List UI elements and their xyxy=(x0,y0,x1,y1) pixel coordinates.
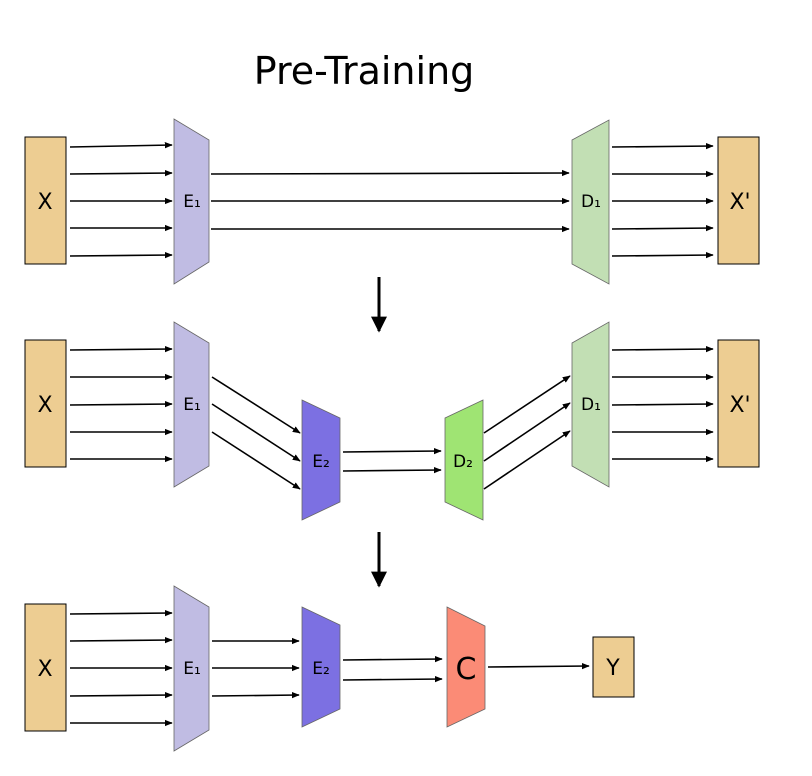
arrow xyxy=(483,375,571,434)
arrow xyxy=(483,402,571,462)
diagram-title: Pre-Training xyxy=(254,49,475,93)
stage-3-encoder-1-label: E₁ xyxy=(183,659,201,679)
stage-3-classifier-network: X E₁ E₂ C Y xyxy=(24,585,635,752)
stage-2-decoder-1-label: D₁ xyxy=(581,395,601,415)
arrow xyxy=(69,400,173,408)
stage-1-output-box xyxy=(717,136,760,265)
arrow xyxy=(611,142,714,150)
arrow xyxy=(611,251,714,259)
arrow xyxy=(611,345,714,353)
arrow xyxy=(211,376,301,434)
stage-3-input-arrows xyxy=(69,609,173,727)
stage-2-encoder-1-label: E₁ xyxy=(183,395,201,415)
arrow xyxy=(342,655,443,663)
stage-1-input-label: X xyxy=(37,190,52,215)
stage-2-input-label: X xyxy=(37,393,52,418)
stage-3-encoder-2-label: E₂ xyxy=(312,659,330,679)
arrow xyxy=(342,466,442,474)
arrow xyxy=(611,224,714,232)
arrow xyxy=(69,141,173,149)
stage-3-e1-to-e2-arrows xyxy=(211,637,300,699)
stage-3-output-box xyxy=(592,636,635,698)
arrow xyxy=(211,431,301,490)
stage-2-input-arrows xyxy=(69,345,173,463)
stage-1-input-arrows xyxy=(69,141,173,259)
stage-2-encoder-1 xyxy=(173,321,210,488)
stage-1-decoder-1-label: D₁ xyxy=(581,192,601,212)
stage-1-encoder-1 xyxy=(173,118,210,285)
arrow xyxy=(342,447,442,455)
stage-3-encoder-2 xyxy=(301,606,341,728)
stage-1-output-label: X' xyxy=(729,190,750,215)
stage-2-decoder-2-label: D₂ xyxy=(453,452,473,472)
stage-2-output-box xyxy=(717,339,760,468)
stage-2-stacked-autoencoder: X E₁ E₂ D₂ D₁ xyxy=(24,321,760,521)
stage-1-input-box xyxy=(24,136,67,265)
stage-3-encoder-1 xyxy=(173,585,210,752)
stage-2-code-arrows xyxy=(342,447,442,474)
stage-3-classifier xyxy=(446,606,486,728)
stage-2-decoder-1 xyxy=(571,321,610,488)
stage-2-input-box xyxy=(24,339,67,468)
stage-1-encoder-1-label: E₁ xyxy=(183,192,201,212)
stage-3-e2-to-classifier-arrows xyxy=(342,655,443,683)
arrow xyxy=(69,636,173,644)
stage-3-classifier-label: C xyxy=(456,652,477,687)
arrow xyxy=(611,400,714,408)
stage-1-code-arrows xyxy=(210,169,570,233)
stage-3-input-label: X xyxy=(37,657,52,682)
arrow xyxy=(211,403,301,462)
stage-3-input-box xyxy=(24,603,67,732)
arrow xyxy=(69,251,173,259)
arrow xyxy=(69,169,173,177)
arrow xyxy=(69,345,173,353)
stage-1-decoder-1 xyxy=(571,119,610,285)
stage-2-d2-to-d1-arrows xyxy=(483,375,571,490)
arrow xyxy=(69,691,173,699)
stage-2-output-label: X' xyxy=(729,393,750,418)
stage-2-encoder-2 xyxy=(301,399,341,521)
arrow xyxy=(211,691,300,699)
arrow xyxy=(483,430,571,490)
stage-1-autoencoder: X E₁ D₁ X' xyxy=(24,118,760,285)
stage-1-output-arrows xyxy=(611,142,714,259)
stage-3-classifier-output-arrow xyxy=(487,662,590,670)
arrow xyxy=(69,609,173,617)
stage-2-e1-to-e2-arrows xyxy=(211,376,301,490)
stage-3-output-label: Y xyxy=(605,656,620,681)
stage-2-encoder-2-label: E₂ xyxy=(312,452,330,472)
stage-2-output-arrows xyxy=(611,345,714,463)
stage-2-decoder-2 xyxy=(444,399,484,521)
arrow xyxy=(210,169,570,177)
arrow xyxy=(342,675,443,683)
